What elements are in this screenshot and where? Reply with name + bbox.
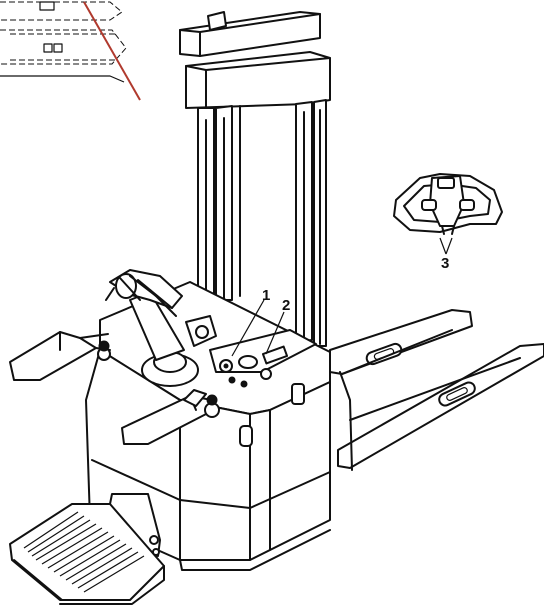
forks bbox=[329, 309, 544, 471]
callout-2: 2 bbox=[282, 297, 290, 314]
callout-3: 3 bbox=[441, 255, 449, 272]
callout-leaders bbox=[231, 237, 453, 357]
strike-line bbox=[83, 1, 141, 101]
crossed-out-inset bbox=[0, 1, 141, 101]
tiller bbox=[105, 269, 217, 387]
operator-platform bbox=[9, 493, 165, 605]
tiller-head-inset bbox=[393, 173, 503, 235]
arm-rests bbox=[9, 331, 220, 445]
display-icon bbox=[261, 345, 289, 365]
callout-1: 1 bbox=[262, 287, 270, 304]
mast bbox=[179, 11, 331, 347]
control-panel bbox=[209, 329, 317, 388]
emergency-stop-icon bbox=[260, 368, 272, 380]
